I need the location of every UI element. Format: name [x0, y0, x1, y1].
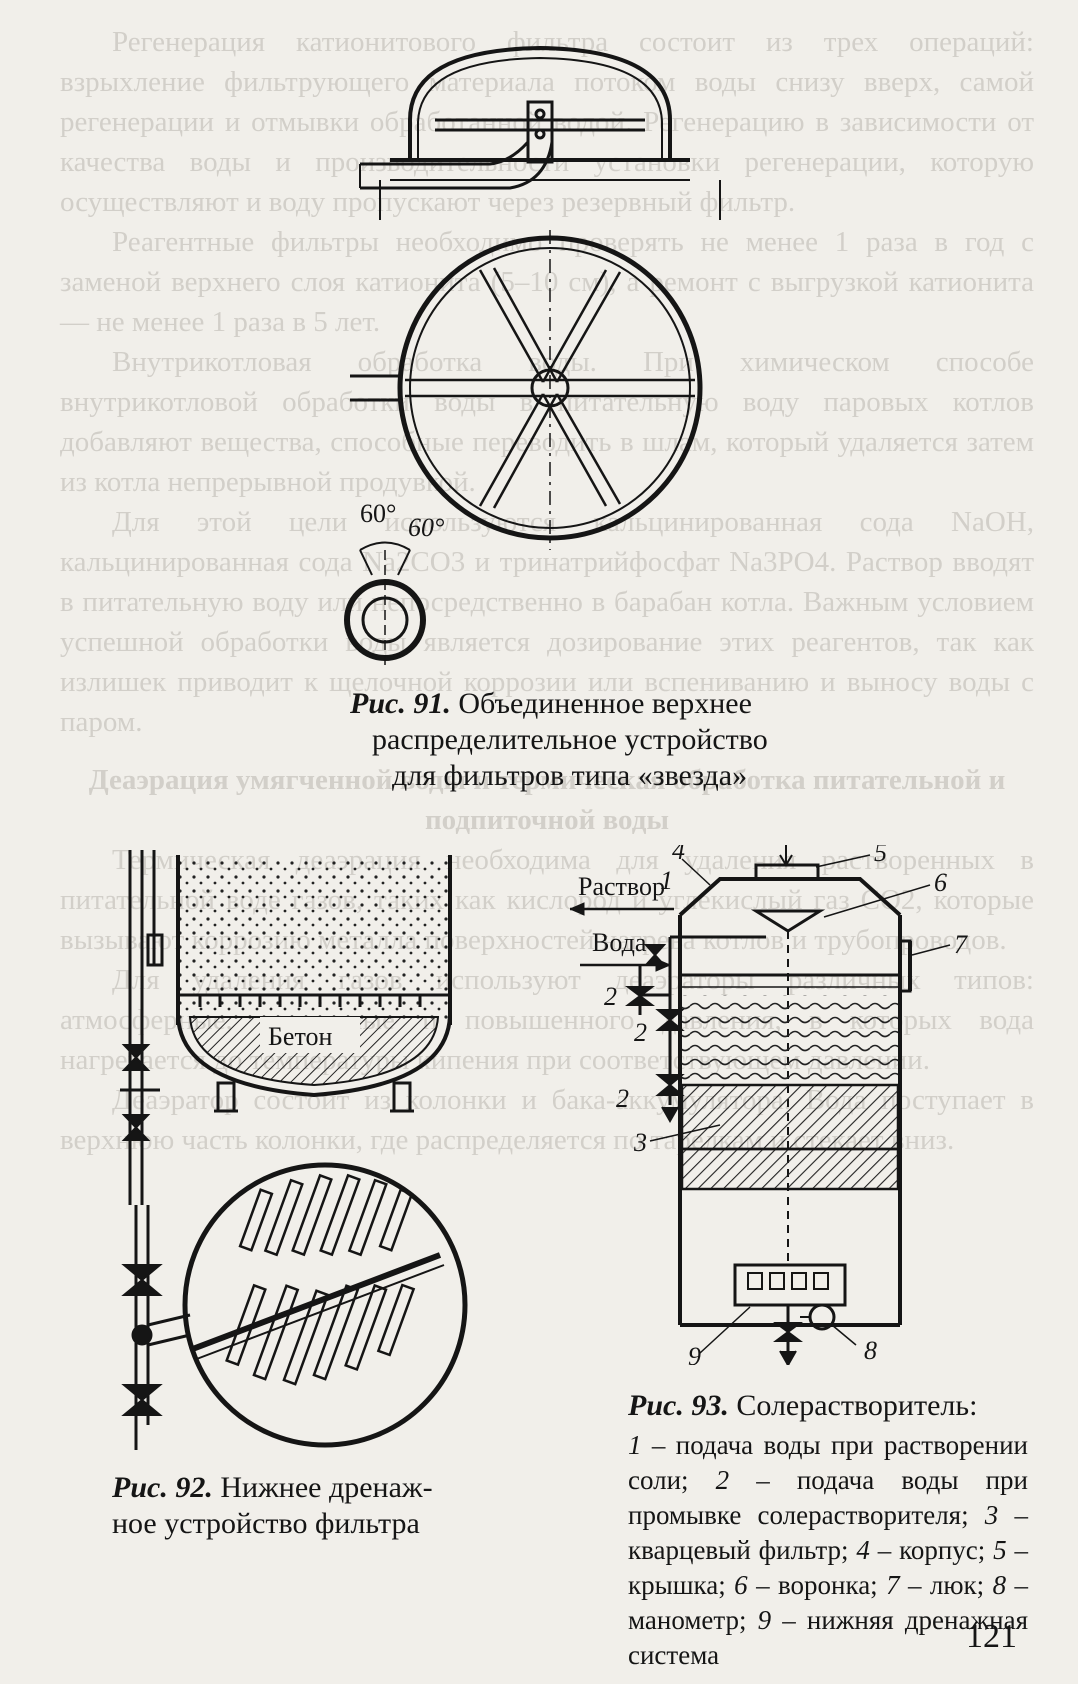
legend-num: 4 — [856, 1535, 870, 1565]
callout-6: 6 — [934, 868, 947, 897]
figure-92-drawing: Бетон — [120, 850, 468, 1450]
callout-7: 7 — [954, 930, 968, 959]
caption-label: Рис. 92. — [112, 1471, 213, 1504]
legend-text: – корпус; — [869, 1535, 994, 1565]
legend-text: – крышка; — [628, 1535, 1029, 1600]
solution-label: Раствор — [578, 872, 665, 901]
legend-num: 9 — [757, 1605, 772, 1635]
legend-text: – подача воды при промывке солерастворит… — [628, 1465, 1028, 1530]
callout-1: 1 — [660, 866, 673, 895]
figure-93-legend: 1 – подача воды при растворении соли; 2 … — [628, 1428, 1028, 1673]
legend-text: – кварцевый фильтр; — [628, 1500, 1028, 1565]
ghost-paragraph: Регенерация катионитового фильтра состои… — [60, 26, 1034, 218]
caption-text: Нижнее дренаж- — [220, 1471, 433, 1504]
ghost-heading: Деаэрация умягченной воды и термическая … — [88, 764, 1006, 836]
angle-label: 60° — [408, 513, 444, 542]
callout-9: 9 — [688, 1342, 701, 1365]
legend-num: 5 — [993, 1535, 1007, 1565]
concrete-label: Бетон — [268, 1022, 332, 1051]
legend-num: 8 — [992, 1570, 1007, 1600]
callout-3: 3 — [633, 1128, 647, 1157]
callout-8: 8 — [864, 1336, 877, 1365]
legend-text: – воронка; — [747, 1570, 887, 1600]
caption-text: для фильтров типа «звезда» — [392, 759, 748, 792]
caption-label: Рис. 93. — [628, 1389, 729, 1422]
angle-label: 60° — [360, 499, 396, 528]
callout-2: 2 — [634, 1018, 647, 1047]
legend-text: – нижняя дренажная система — [628, 1605, 1028, 1670]
legend-num: 3 — [984, 1500, 999, 1530]
legend-num: 1 — [628, 1430, 642, 1460]
caption-label: Рис. 91. — [350, 687, 451, 720]
callout-5: 5 — [874, 845, 887, 867]
caption-text: распределительное устройство — [372, 723, 768, 756]
legend-num: 2 — [715, 1465, 730, 1495]
water-label: Вода — [592, 928, 647, 957]
callout-4: 4 — [672, 845, 685, 865]
caption-title: Солерастворитель: — [736, 1389, 978, 1422]
figure-93-caption: Рис. 93. Солерастворитель: — [628, 1388, 1028, 1424]
figure-92-caption: Рис. 92. Нижнее дренаж- ное устройство ф… — [112, 1470, 442, 1542]
figure-93-drawing: Раствор Вода 1 2 2 2 3 4 5 6 7 8 9 — [570, 845, 968, 1365]
figure-91-drawing: 60° 60° — [344, 45, 721, 670]
legend-text: – люк; — [899, 1570, 993, 1600]
callout-2: 2 — [616, 1084, 629, 1113]
caption-text: Объединенное верхнее — [458, 687, 752, 720]
caption-text: ное устройство фильтра — [112, 1507, 420, 1540]
legend-num: 6 — [734, 1570, 748, 1600]
legend-num: 7 — [886, 1570, 900, 1600]
legend-text: – подача воды при растворении соли; — [628, 1430, 1028, 1495]
page-number: 121 — [966, 1618, 1017, 1655]
ghost-paragraph: Для этой цели используются кальцинирован… — [60, 506, 1034, 738]
legend-text: – манометр; — [628, 1570, 1029, 1635]
figure-91-caption: Рис. 91. Объединенное верхнее распредели… — [350, 686, 770, 794]
callout-2: 2 — [604, 982, 617, 1011]
